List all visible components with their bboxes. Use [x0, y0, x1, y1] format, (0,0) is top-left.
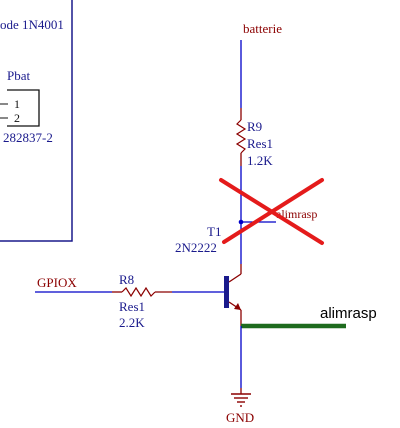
connector-pin-2: 2 [14, 111, 20, 125]
t1-emitter-arrow [234, 303, 241, 310]
r8-zigzag [121, 286, 156, 298]
connector-pin-1: 1 [14, 97, 20, 111]
net-label-gpiox: GPIOX [37, 275, 77, 290]
net-label-batterie: batterie [243, 21, 282, 36]
r9-zigzag [235, 119, 247, 154]
net-label-alimrasp-old: alimrasp [276, 207, 317, 221]
t1-base-bar [224, 276, 229, 308]
t1-collector [228, 273, 242, 283]
t1-designator: T1 [207, 224, 221, 239]
r8-designator: R8 [119, 272, 134, 287]
left-component-block: ode 1N4001 Pbat 1 2 282837-2 [0, 0, 73, 242]
connector-box [7, 89, 40, 127]
ground-icon [231, 388, 251, 407]
diode-label: ode 1N4001 [0, 17, 64, 32]
r8-value: 2.2K [119, 315, 145, 330]
transistor-t1 [224, 264, 242, 326]
connector-ref-label: Pbat [7, 68, 31, 83]
block-border [0, 0, 73, 242]
resistor-r8 [112, 286, 172, 298]
cross-out-mark [219, 178, 324, 245]
r9-type: Res1 [247, 136, 273, 151]
connector-part-number: 282837-2 [3, 130, 53, 145]
r9-value: 1.2K [247, 153, 273, 168]
net-label-alimrasp-new: alimrasp [320, 305, 377, 322]
r8-type: Res1 [119, 299, 145, 314]
resistor-r9 [235, 108, 247, 166]
r9-designator: R9 [247, 119, 262, 134]
net-label-gnd: GND [226, 410, 254, 425]
t1-type: 2N2222 [175, 240, 217, 255]
